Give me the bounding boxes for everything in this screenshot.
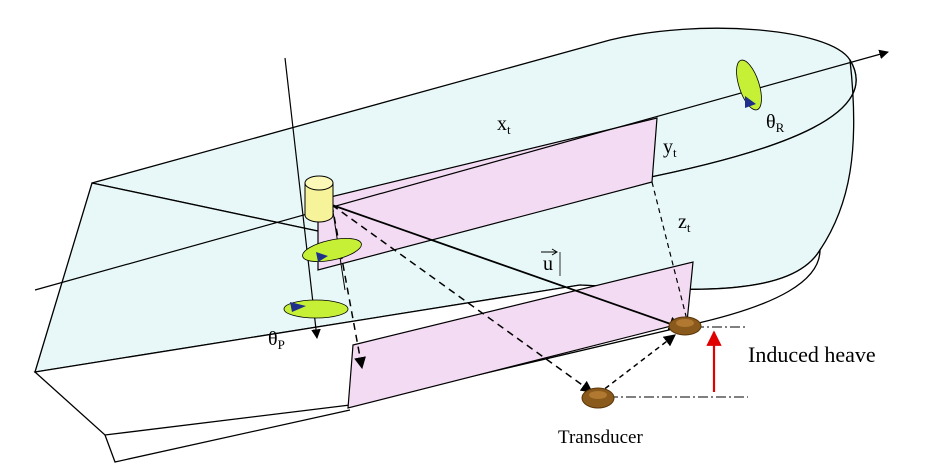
vertical-axis [284, 57, 321, 339]
cylinder-motion-sensor-icon [304, 175, 334, 223]
label-theta-r: θR [766, 111, 785, 135]
transducer-icon [668, 316, 702, 336]
pitch-disc-lower [283, 299, 349, 319]
svg-text:u: u [543, 253, 553, 275]
label-u-vector: u [541, 248, 561, 276]
label-transducer: Transducer [558, 427, 643, 448]
induced-transducer-icon [581, 387, 615, 409]
label-xt: xt [497, 113, 511, 137]
dashed-to-plane [331, 204, 366, 370]
roll-disc [736, 59, 762, 111]
keel-edge [104, 409, 351, 463]
label-yt: yt [663, 136, 677, 160]
label-zt: zt [678, 211, 691, 235]
z-offset-line [651, 181, 688, 321]
label-induced-heave: Induced heave [748, 342, 876, 367]
dashed-transducer-link [597, 334, 676, 395]
dashed-to-induced-transducer [331, 204, 593, 393]
u-vector-arrow [331, 204, 684, 331]
label-theta-p: θP [268, 328, 285, 352]
pitch-disc-upper [302, 237, 362, 263]
